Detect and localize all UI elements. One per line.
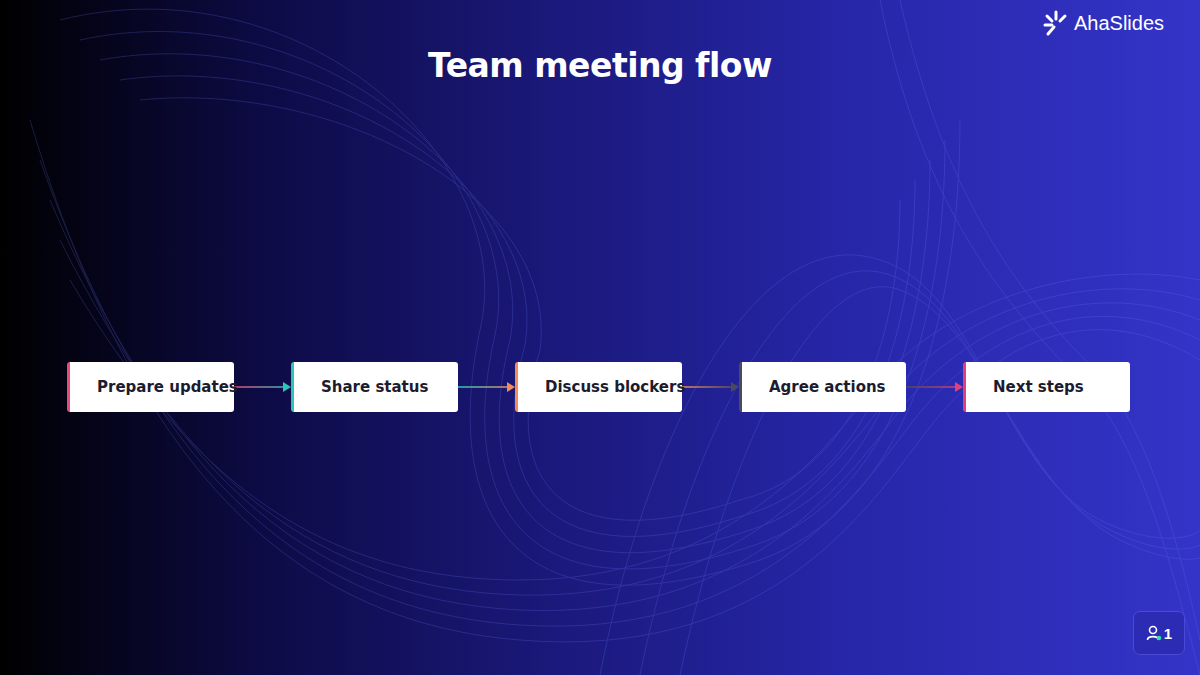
process-box: Share status <box>291 362 458 412</box>
brand-logo: AhaSlides <box>1042 8 1164 38</box>
diagram-title: Team meeting flow <box>0 46 1200 85</box>
connector-line <box>682 386 732 388</box>
process-box: Agree actions <box>739 362 906 412</box>
arrow-head <box>731 382 739 392</box>
participant-badge: 1 <box>1133 611 1185 655</box>
connector-line <box>234 386 284 388</box>
step-label: Agree actions <box>769 378 886 396</box>
arrow-head <box>283 382 291 392</box>
participant-count: 1 <box>1164 625 1172 642</box>
logo-icon <box>1042 9 1070 37</box>
step-label: Prepare updates <box>97 378 238 396</box>
connector-line <box>906 386 956 388</box>
brand-name: AhaSlides <box>1074 12 1164 35</box>
step-label: Share status <box>321 378 428 396</box>
process-box: Next steps <box>963 362 1130 412</box>
flow-arrow <box>458 382 515 392</box>
arrow-head <box>955 382 963 392</box>
process-box: Discuss blockers <box>515 362 682 412</box>
process-box: Prepare updates <box>67 362 234 412</box>
person-icon <box>1146 625 1162 641</box>
flow-arrow <box>906 382 963 392</box>
connector-line <box>458 386 508 388</box>
flow-arrow <box>682 382 739 392</box>
flow-arrow <box>234 382 291 392</box>
step-label: Discuss blockers <box>545 378 685 396</box>
step-label: Next steps <box>993 378 1084 396</box>
arrow-head <box>507 382 515 392</box>
